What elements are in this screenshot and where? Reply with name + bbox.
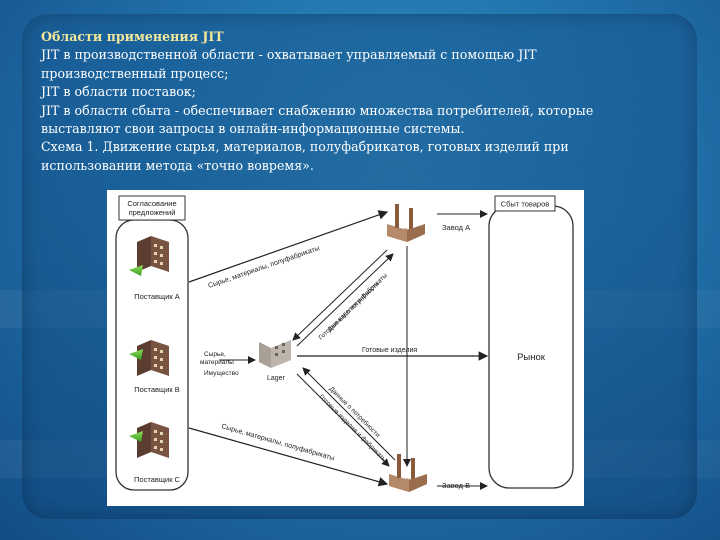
center-left-label-1: Сырье, bbox=[204, 351, 226, 358]
diagram-canvas: Согласование предложений Поставщик А Пос… bbox=[115, 195, 574, 492]
sales-header-box bbox=[494, 195, 556, 212]
offers-header-line1: Согласование bbox=[127, 199, 176, 208]
plant-a-label: Завод А bbox=[442, 223, 470, 232]
market-column bbox=[488, 205, 574, 489]
text-line: JIT в области поставок; bbox=[41, 84, 196, 100]
lager-label: Lager bbox=[267, 375, 286, 382]
jit-flow-diagram: Согласование предложений Поставщик А Пос… bbox=[107, 190, 584, 506]
supplier-a-building-icon bbox=[137, 236, 169, 272]
arrow-lager-to-plant-b bbox=[296, 373, 390, 467]
lager-warehouse-icon bbox=[259, 340, 291, 368]
arrow-plant-b-to-lager bbox=[302, 367, 396, 461]
grass-icon bbox=[129, 431, 143, 442]
slide-title: Области применения JIT bbox=[41, 29, 224, 44]
arrow-plant-a-to-lager bbox=[292, 249, 388, 341]
text-line: JIT в области сбыта - обеспечивает снабж… bbox=[41, 102, 594, 118]
supplier-a-label: Поставщик А bbox=[134, 292, 180, 301]
text-line: Схема 1. Движение сырья, материалов, пол… bbox=[41, 139, 569, 155]
arrow-supplier-a-to-plant-a bbox=[188, 210, 389, 283]
sales-header-label: Сбыт товаров bbox=[501, 200, 550, 209]
supplier-c-building-icon bbox=[137, 422, 169, 458]
slide-text: Области применения JIT JIT в производств… bbox=[41, 28, 671, 175]
center-left-label-2: материалы bbox=[200, 359, 234, 366]
plant-b-factory-icon bbox=[389, 454, 427, 492]
supplier-c-label: Поставщик С bbox=[134, 475, 181, 484]
center-left-label-3: Имущество bbox=[204, 370, 239, 377]
arrow-label-a2: Данные о потребности bbox=[326, 280, 381, 334]
offers-header-box bbox=[118, 195, 186, 221]
grass-icon bbox=[129, 349, 143, 360]
text-line: производственный процесс; bbox=[41, 65, 229, 81]
offers-header-line2: предложений bbox=[129, 208, 176, 217]
text-line: JIT в производственной области - охватыв… bbox=[41, 47, 537, 63]
grass-icon bbox=[129, 265, 143, 276]
text-line: использовании метода «точно вовремя». bbox=[41, 157, 314, 173]
supplier-b-building-icon bbox=[137, 340, 169, 376]
supplier-b-label: Поставщик В bbox=[134, 385, 180, 394]
arrow-supplier-c-to-plant-b bbox=[188, 427, 389, 487]
plant-a-factory-icon bbox=[387, 204, 425, 242]
arrow-label-top: Сырье, материалы, полуфабрикаты bbox=[207, 244, 321, 290]
market-label: Рынок bbox=[517, 352, 546, 363]
arrow-label-market: Готовые изделия bbox=[362, 347, 417, 354]
text-line: выставляют свои запросы в онлайн-информа… bbox=[41, 121, 465, 137]
arrow-lager-to-plant-a bbox=[296, 253, 394, 347]
